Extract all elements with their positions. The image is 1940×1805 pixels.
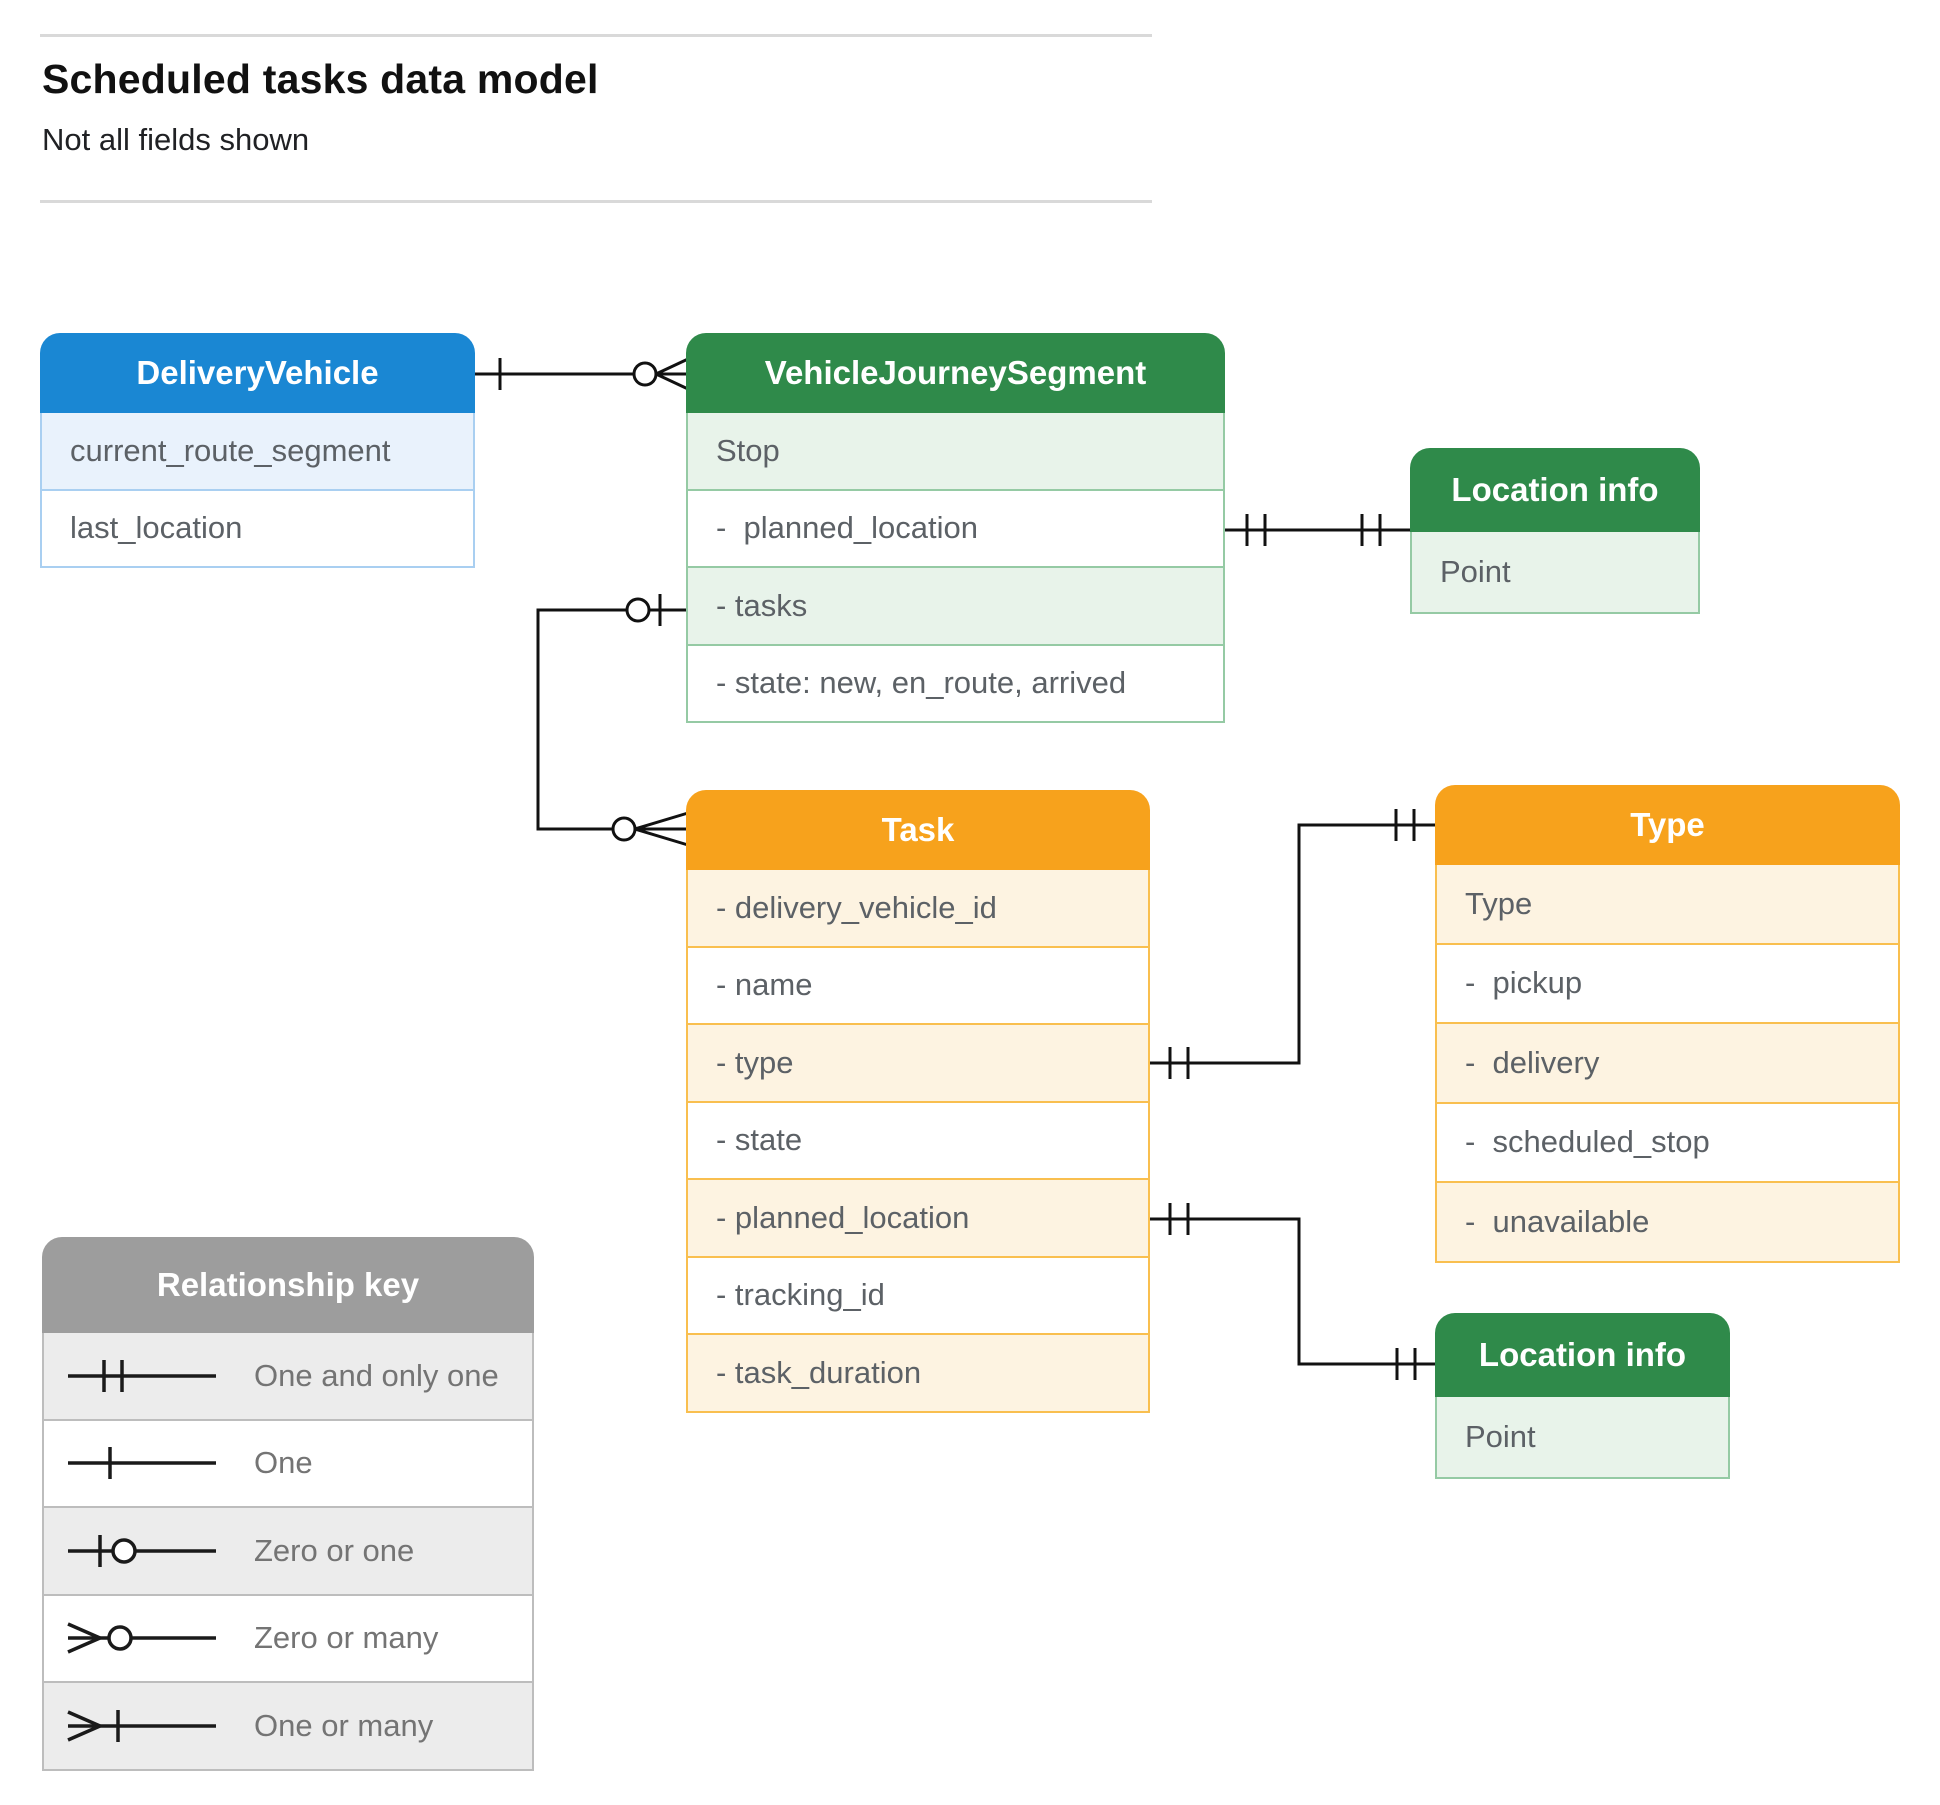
entity-vehicle-journey-segment: VehicleJourneySegment Stop- planned_loca…	[686, 333, 1225, 723]
entity-title-type: Type	[1435, 785, 1900, 865]
entity-title-location-info-top: Location info	[1410, 448, 1700, 532]
legend-label: One	[254, 1445, 313, 1481]
field-row: - delivery_vehicle_id	[688, 870, 1148, 946]
field-row: - scheduled_stop	[1437, 1101, 1898, 1181]
bottom-rule	[40, 200, 1152, 203]
entity-fields-task: - delivery_vehicle_id- name- type- state…	[686, 870, 1150, 1413]
field-row: - tracking_id	[688, 1255, 1148, 1333]
entity-fields-vehicle-journey-segment: Stop- planned_location- tasks- state: ne…	[686, 413, 1225, 723]
entity-fields-type: Type- pickup- delivery- scheduled_stop- …	[1435, 865, 1900, 1263]
entity-location-info-bottom: Location info Point	[1435, 1313, 1730, 1479]
one-icon	[64, 1441, 224, 1485]
field-row: - task_duration	[688, 1333, 1148, 1411]
one-and-only-one-icon	[64, 1354, 224, 1398]
entity-fields-location-info-bottom: Point	[1435, 1397, 1730, 1479]
connector-deliveryvehicle-to-vehiclejourneysegment	[473, 357, 689, 391]
legend-label: One or many	[254, 1707, 434, 1743]
field-row: - planned_location	[688, 1178, 1148, 1256]
field-row: - state	[688, 1100, 1148, 1178]
legend-label: Zero or many	[254, 1620, 439, 1656]
entity-fields-location-info-top: Point	[1410, 532, 1700, 614]
one-or-many-icon	[64, 1704, 224, 1748]
field-row: - delivery	[1437, 1022, 1898, 1102]
field-row: - unavailable	[1437, 1181, 1898, 1261]
top-rule	[40, 34, 1152, 37]
entity-task: Task - delivery_vehicle_id- name- type- …	[686, 790, 1150, 1413]
zero-or-many-icon	[64, 1616, 224, 1660]
field-row: - name	[688, 945, 1148, 1023]
entity-title-location-info-bottom: Location info	[1435, 1313, 1730, 1397]
relationship-key: Relationship key One and only one	[42, 1237, 534, 1771]
field-row: - state: new, en_route, arrived	[688, 643, 1223, 721]
zero-or-one-icon	[64, 1529, 224, 1573]
field-row: Type	[1437, 865, 1898, 943]
field-row: Point	[1412, 532, 1698, 612]
entity-type: Type Type- pickup- delivery- scheduled_s…	[1435, 785, 1900, 1263]
legend-item: One and only one	[44, 1333, 532, 1419]
field-row: last_location	[42, 488, 473, 566]
legend-label: Zero or one	[254, 1532, 415, 1568]
legend-item: One or many	[44, 1681, 532, 1769]
field-row: - planned_location	[688, 488, 1223, 566]
entity-title-delivery-vehicle: DeliveryVehicle	[40, 333, 475, 413]
relationship-key-title: Relationship key	[42, 1237, 534, 1333]
field-row: current_route_segment	[42, 413, 473, 489]
page-subtitle: Not all fields shown	[42, 122, 310, 157]
field-row: - tasks	[688, 566, 1223, 644]
legend-label: One and only one	[254, 1357, 499, 1393]
connector-task-type-to-type	[1148, 809, 1437, 1079]
connector-vjs-tasks-to-task	[536, 594, 689, 847]
field-row: - pickup	[1437, 942, 1898, 1022]
entity-title-vehicle-journey-segment: VehicleJourneySegment	[686, 333, 1225, 413]
entity-location-info-top: Location info Point	[1410, 448, 1700, 614]
connector-vjs-plannedlocation-to-locationinfo-top	[1223, 514, 1412, 546]
field-row: Point	[1437, 1397, 1728, 1477]
legend-item: One	[44, 1418, 532, 1506]
field-row: Stop	[688, 413, 1223, 489]
legend-item: Zero or many	[44, 1593, 532, 1681]
entity-title-task: Task	[686, 790, 1150, 870]
legend-item: Zero or one	[44, 1506, 532, 1594]
relationship-key-body: One and only one One	[42, 1333, 534, 1771]
field-row: - type	[688, 1023, 1148, 1101]
connector-task-plannedlocation-to-locationinfo-bottom	[1148, 1203, 1437, 1380]
page-title: Scheduled tasks data model	[42, 56, 599, 102]
